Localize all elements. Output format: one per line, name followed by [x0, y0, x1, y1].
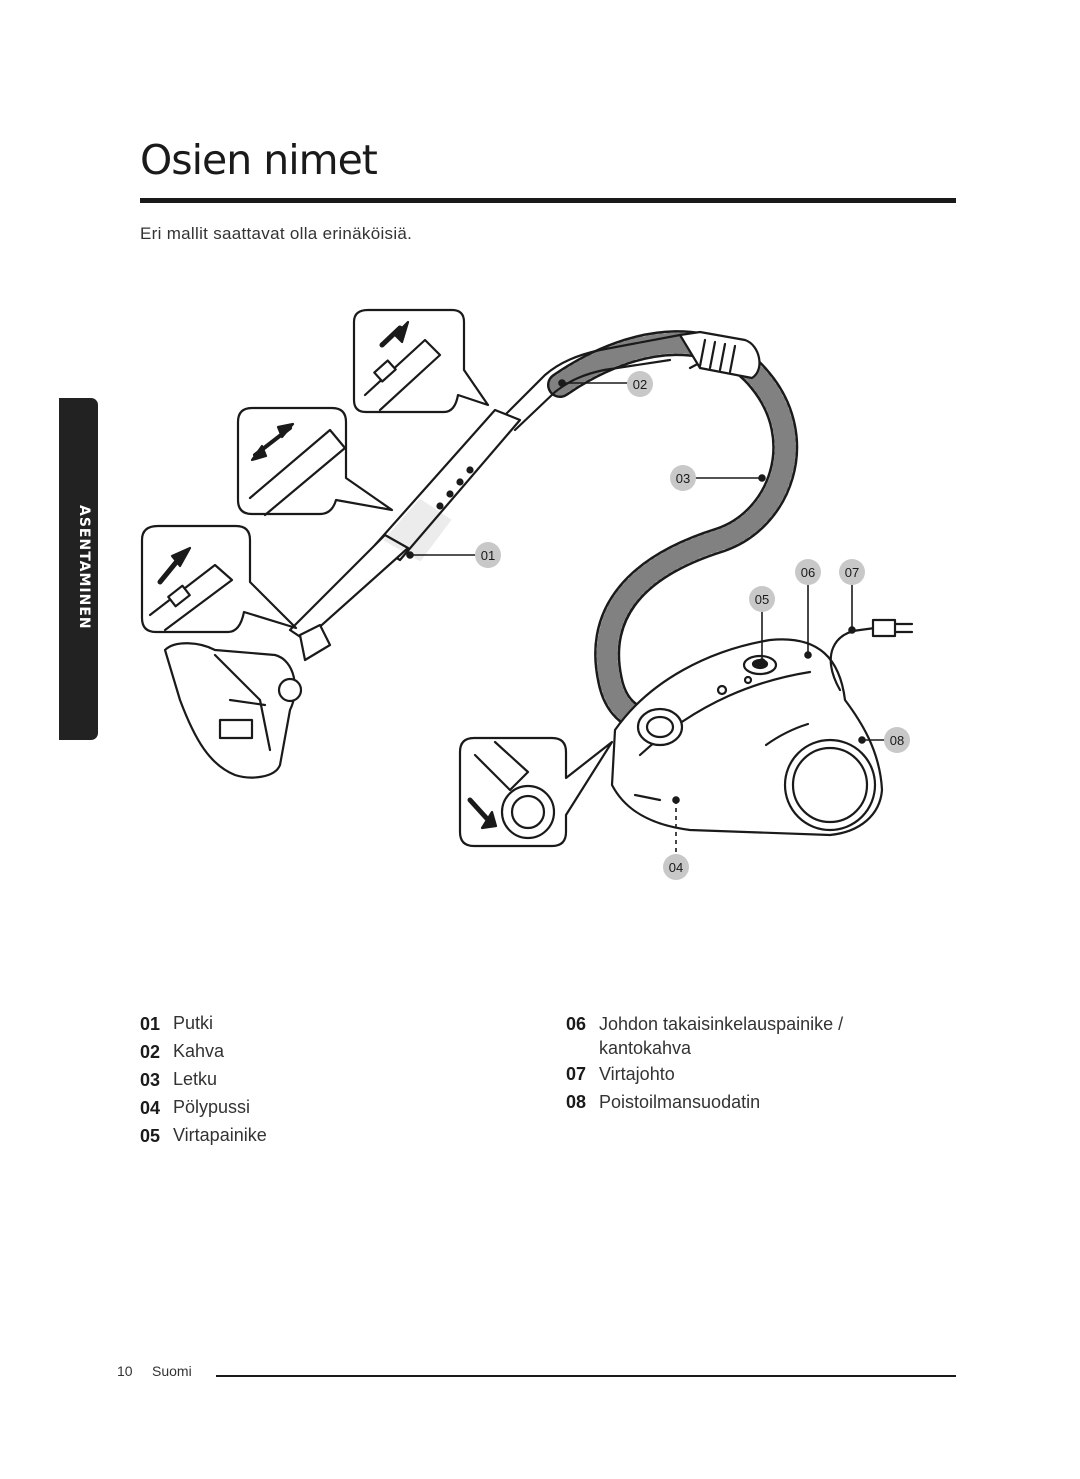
legend-item: 08 Poistoilmansuodatin: [566, 1088, 896, 1116]
page-number: 10: [117, 1363, 133, 1379]
callout-04: 04: [669, 860, 683, 875]
legend-number: 03: [140, 1070, 161, 1090]
legend-label: Kahva: [173, 1041, 225, 1061]
subtitle: Eri mallit saattavat olla erinäköisiä.: [140, 224, 413, 243]
legend-item: 04 Pölypussi: [140, 1094, 440, 1122]
legend-item: 05 Virtapainike: [140, 1122, 440, 1150]
legend-label: Virtapainike: [173, 1125, 267, 1145]
callout-badge-03: [670, 465, 696, 491]
callout-08: 08: [890, 733, 904, 748]
legend-label: Letku: [173, 1069, 218, 1089]
page-title: Osien nimet: [140, 136, 378, 184]
legend-label: Poistoilmansuodatin: [599, 1092, 761, 1112]
legend-label: Putki: [173, 1013, 214, 1033]
parts-legend-right: 06 Johdon takaisinkelauspainike / kantok…: [566, 1010, 896, 1116]
power-cord: [829, 618, 914, 692]
legend-item: 01 Putki: [140, 1010, 440, 1038]
footer-rule: [216, 1375, 956, 1377]
legend-label: Virtajohto: [599, 1064, 675, 1084]
legend-number: 07: [566, 1064, 587, 1084]
callout-badge-01: [475, 542, 501, 568]
legend-number: 02: [140, 1042, 161, 1062]
callout-01: 01: [481, 548, 495, 563]
section-tab-label: ASENTAMINEN: [76, 505, 92, 630]
legend-number: 06: [566, 1014, 587, 1034]
inset-handle-attach: [352, 308, 490, 414]
handle: [498, 330, 761, 432]
callout-02: 02: [633, 377, 647, 392]
callout-badge-06: [795, 559, 821, 585]
legend-item: 03 Letku: [140, 1066, 440, 1094]
vacuum-body: [610, 638, 884, 837]
legend-number: 05: [140, 1126, 161, 1146]
callout-badge-04: [663, 854, 689, 880]
legend-item: 02 Kahva: [140, 1038, 440, 1066]
legend-number: 04: [140, 1098, 161, 1118]
callout-05: 05: [755, 592, 769, 607]
callout-06: 06: [801, 565, 815, 580]
inset-nozzle-attach: [140, 524, 298, 634]
vacuum-cleaner-diagram: 02 03 01 06 07 05 08 04: [140, 308, 914, 880]
footer-language: Suomi: [152, 1363, 192, 1379]
parts-legend-left: 01 Putki 02 Kahva 03 Letku 04 Pölypussi …: [140, 1010, 440, 1150]
callout-07: 07: [845, 565, 859, 580]
inset-tube-adjust: [236, 406, 394, 517]
callout-03: 03: [676, 471, 690, 486]
title-rule: [140, 198, 956, 203]
callout-badge-07: [839, 559, 865, 585]
legend-number: 08: [566, 1092, 587, 1112]
tube: [288, 408, 522, 642]
legend-label: Johdon takaisinkelauspainike / kantokahv…: [599, 1014, 844, 1058]
callout-badge-05: [749, 586, 775, 612]
legend-item: 07 Virtajohto: [566, 1060, 896, 1088]
section-tab: [59, 398, 98, 740]
floor-nozzle: [163, 623, 332, 779]
inset-hose-connect: [458, 736, 614, 848]
callout-badge-02: [627, 371, 653, 397]
legend-item: 06 Johdon takaisinkelauspainike / kantok…: [566, 1010, 896, 1060]
legend-label: Pölypussi: [173, 1097, 251, 1117]
legend-number: 01: [140, 1014, 161, 1034]
callout-badge-08: [884, 727, 910, 753]
